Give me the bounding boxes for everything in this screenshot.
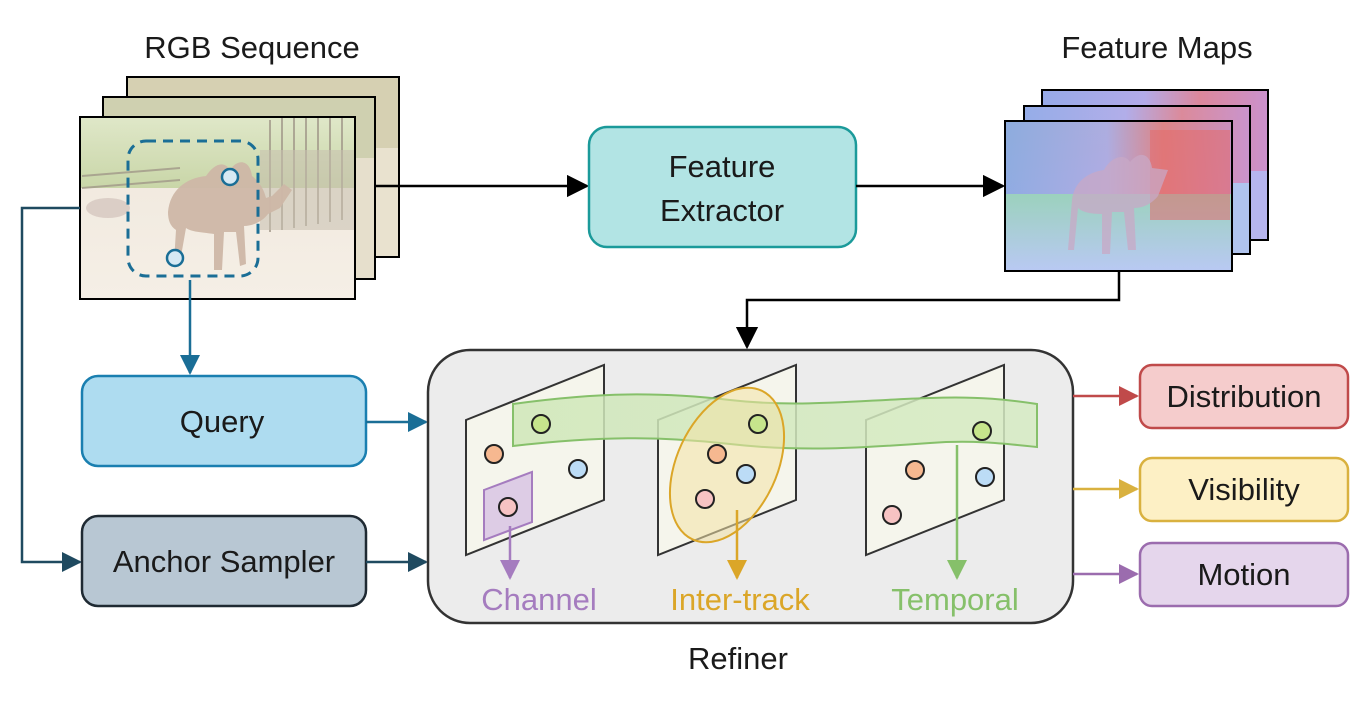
token-dot <box>531 414 551 434</box>
rgb-frame-front <box>79 116 356 300</box>
refiner-label: Refiner <box>688 641 788 676</box>
anchor-sampler-label: Anchor Sampler <box>113 544 335 579</box>
feature-map-front <box>1004 120 1233 272</box>
feature-extractor-label-line2: Extractor <box>660 193 784 228</box>
arrow-features-to-refiner <box>735 271 1121 350</box>
inter-track-label: Inter-track <box>670 582 810 617</box>
camel-illustration <box>168 162 292 270</box>
query-box: Query <box>80 374 368 468</box>
visibility-box: Visibility <box>1138 456 1350 523</box>
query-point <box>220 167 240 187</box>
distribution-box: Distribution <box>1138 363 1350 430</box>
token-dot <box>498 497 518 517</box>
motion-label: Motion <box>1197 557 1290 592</box>
arrow-rgb-to-anchor <box>20 206 82 572</box>
feature-map-stack <box>1004 89 1269 272</box>
visibility-label: Visibility <box>1188 472 1300 507</box>
distribution-label: Distribution <box>1166 379 1321 414</box>
motion-box: Motion <box>1138 541 1350 608</box>
channel-label: Channel <box>481 582 596 617</box>
feature-extractor-label-line1: Feature <box>669 149 776 184</box>
token-dot <box>484 444 504 464</box>
token-dot <box>975 467 995 487</box>
query-point <box>165 248 185 268</box>
token-dot <box>972 421 992 441</box>
temporal-label: Temporal <box>891 582 1019 617</box>
feature-extractor-box: Feature Extractor <box>587 125 858 249</box>
query-region-dashed <box>126 139 260 278</box>
token-dot <box>707 444 727 464</box>
token-dot <box>695 489 715 509</box>
feature-maps-label: Feature Maps <box>1061 30 1252 65</box>
token-dot <box>905 460 925 480</box>
rgb-sequence-label: RGB Sequence <box>144 30 359 65</box>
token-dot <box>748 414 768 434</box>
rgb-frame-stack <box>79 76 400 300</box>
query-label: Query <box>180 404 265 439</box>
anchor-sampler-box: Anchor Sampler <box>80 514 368 608</box>
token-dot <box>736 464 756 484</box>
token-dot <box>882 505 902 525</box>
token-dot <box>568 459 588 479</box>
